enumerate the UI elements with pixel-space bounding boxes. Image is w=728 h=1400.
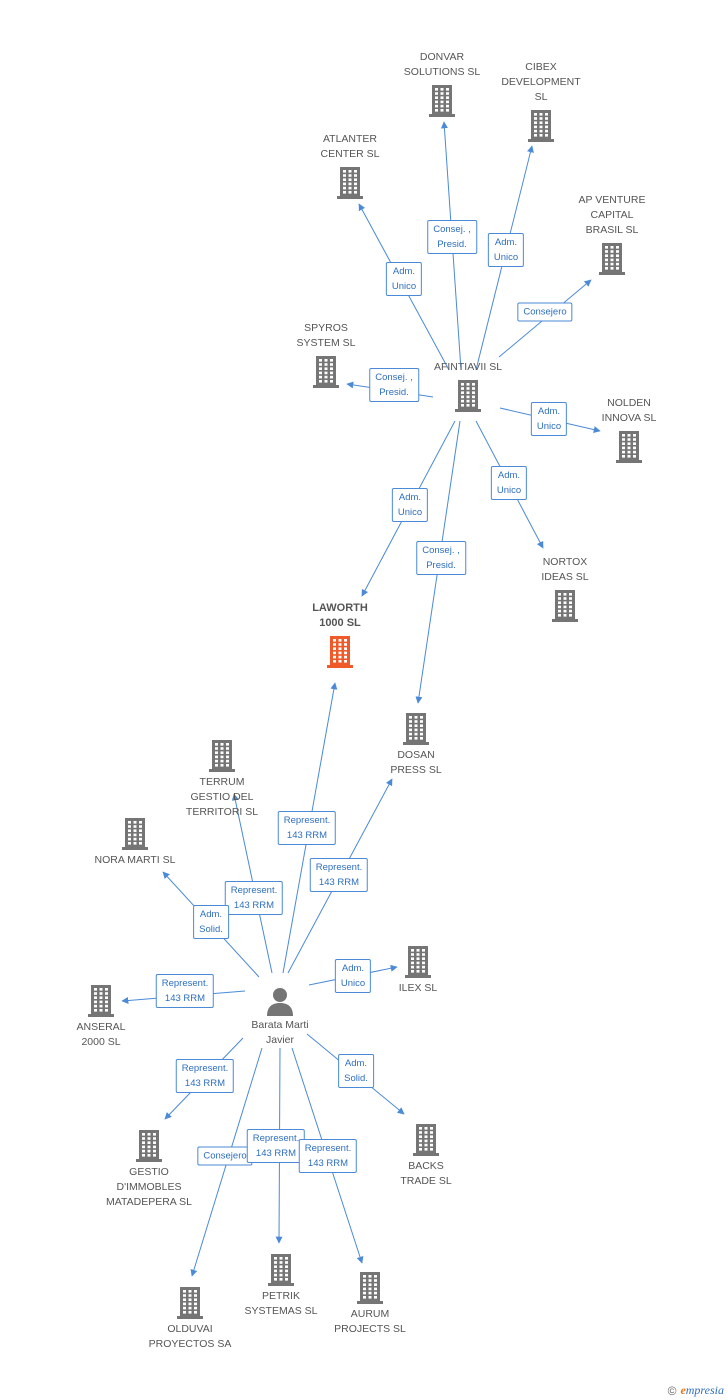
node-label-ilex[interactable]: ILEX SL: [398, 982, 438, 994]
node-label-afintiavii[interactable]: AFINTIAVII SL: [433, 361, 503, 373]
edge-label-afintiavii-nolden[interactable]: Adm. Unico: [530, 402, 568, 436]
node-label-gestio[interactable]: GESTIO D'IMMOBLES MATADEPERA SL: [106, 1166, 192, 1208]
edge-label-barata-dosan[interactable]: Represent. 143 RRM: [309, 858, 369, 892]
node-label-terrum[interactable]: TERRUM GESTIO DEL TERRITORI SL: [185, 776, 259, 818]
edge-label-barata-aurum[interactable]: Represent. 143 RRM: [298, 1139, 358, 1173]
edges-layer: [121, 121, 601, 1277]
edge-label-afintiavii-atlanter[interactable]: Adm. Unico: [385, 262, 423, 296]
building-icon[interactable]: [88, 984, 114, 1023]
edge-label-afintiavii-donvar[interactable]: Consej. , Presid.: [427, 220, 477, 254]
building-icon[interactable]: [616, 430, 642, 469]
building-icon[interactable]: [405, 945, 431, 984]
edge-label-barata-terrum[interactable]: Represent. 143 RRM: [224, 881, 284, 915]
building-icon[interactable]: [122, 817, 148, 856]
edge-label-afintiavii-dosan[interactable]: Consej. , Presid.: [416, 541, 466, 575]
building-icon[interactable]: [177, 1286, 203, 1325]
node-label-aurum[interactable]: AURUM PROJECTS SL: [334, 1308, 406, 1335]
node-label-cibex[interactable]: CIBEX DEVELOPMENT SL: [501, 61, 581, 103]
building-icon[interactable]: [552, 589, 578, 628]
building-icon[interactable]: [528, 109, 554, 148]
building-icon[interactable]: [209, 739, 235, 778]
building-icon[interactable]: [403, 712, 429, 751]
building-icon[interactable]: [357, 1271, 383, 1310]
edge-label-barata-ilex[interactable]: Adm. Unico: [334, 959, 372, 993]
building-icon[interactable]: [268, 1253, 294, 1292]
footer-brand: © empresia: [668, 1383, 724, 1398]
edge-label-afintiavii-nortox[interactable]: Adm. Unico: [490, 466, 528, 500]
edge-label-afintiavii-laworth[interactable]: Adm. Unico: [391, 488, 429, 522]
edge-label-barata-noramarti[interactable]: Adm. Solid.: [193, 905, 229, 939]
edge-label-afintiavii-spyros[interactable]: Consej. , Presid.: [369, 368, 419, 402]
node-label-nortox[interactable]: NORTOX IDEAS SL: [541, 556, 589, 583]
edge-label-barata-anseral[interactable]: Represent. 143 RRM: [155, 974, 215, 1008]
edge-label-barata-olduvai[interactable]: Consejero: [197, 1146, 253, 1166]
edge-label-barata-petrik[interactable]: Represent. 143 RRM: [246, 1129, 306, 1163]
person-icon[interactable]: [265, 986, 295, 1021]
node-label-atlanter[interactable]: ATLANTER CENTER SL: [320, 133, 380, 160]
node-label-anseral[interactable]: ANSERAL 2000 SL: [76, 1021, 126, 1048]
node-label-spyros[interactable]: SPYROS SYSTEM SL: [296, 322, 356, 349]
node-label-noramarti[interactable]: NORA MARTI SL: [94, 854, 176, 866]
edge-label-afintiavii-cibex[interactable]: Adm. Unico: [487, 233, 525, 267]
node-label-petrik[interactable]: PETRIK SYSTEMAS SL: [244, 1290, 318, 1317]
brand-logo: empresia: [680, 1383, 724, 1397]
node-label-apventure[interactable]: AP VENTURE CAPITAL BRASIL SL: [578, 194, 646, 236]
building-icon[interactable]: [599, 242, 625, 281]
edge-label-barata-gestio[interactable]: Represent. 143 RRM: [175, 1059, 235, 1093]
edge-label-afintiavii-apventure[interactable]: Consejero: [517, 302, 573, 322]
copyright-symbol: ©: [667, 1383, 677, 1398]
node-label-backs[interactable]: BACKS TRADE SL: [400, 1160, 452, 1187]
node-label-nolden[interactable]: NOLDEN INNOVA SL: [601, 397, 657, 424]
node-label-olduvai[interactable]: OLDUVAI PROYECTOS SA: [148, 1323, 232, 1350]
node-label-dosan[interactable]: DOSAN PRESS SL: [390, 749, 442, 776]
building-icon[interactable]: [313, 355, 339, 394]
node-label-donvar[interactable]: DONVAR SOLUTIONS SL: [403, 51, 481, 78]
building-icon[interactable]: [136, 1129, 162, 1168]
building-icon[interactable]: [337, 166, 363, 205]
building-icon[interactable]: [327, 635, 353, 674]
building-icon[interactable]: [429, 84, 455, 123]
node-label-laworth[interactable]: LAWORTH 1000 SL: [312, 602, 368, 629]
edge-label-barata-laworth[interactable]: Represent. 143 RRM: [277, 811, 337, 845]
building-icon[interactable]: [413, 1123, 439, 1162]
building-icon[interactable]: [455, 379, 481, 418]
node-label-barata[interactable]: Barata Marti Javier: [251, 1019, 309, 1046]
edge-label-barata-backs[interactable]: Adm. Solid.: [338, 1054, 374, 1088]
